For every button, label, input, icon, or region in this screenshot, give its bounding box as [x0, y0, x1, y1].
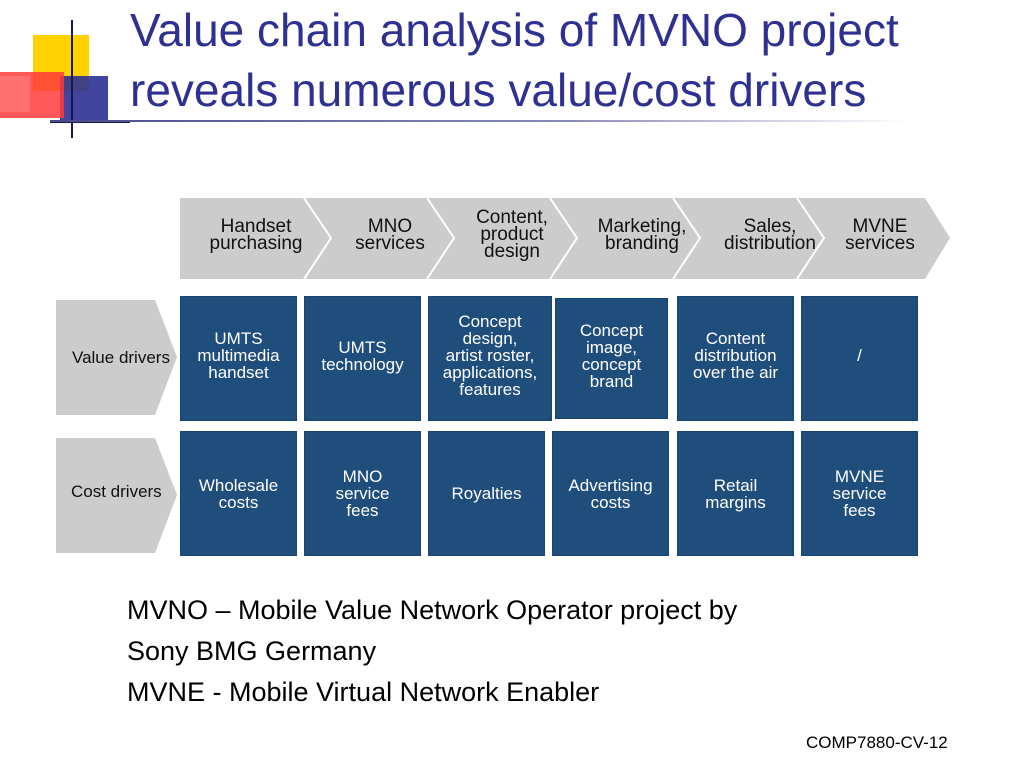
value-drivers-label: Value drivers — [72, 348, 170, 367]
cost-driver-text: Royalties — [451, 484, 522, 503]
chain-step-handset-purchasing: Handset purchasing — [209, 216, 303, 254]
value-driver-box: UMTS multimedia handset — [180, 296, 297, 421]
corner-decoration — [0, 20, 130, 138]
chain-step-mvne-services: MVNE services — [845, 216, 915, 254]
cost-drivers-arrow — [56, 438, 177, 553]
value-driver-box: UMTS technology — [304, 296, 421, 421]
title-underline — [50, 120, 910, 122]
value-driver-text: UMTS technology — [321, 338, 404, 374]
chain-step-mno-services: MNO services — [355, 216, 425, 254]
value-driver-text: UMTS multimedia handset — [197, 329, 280, 382]
value-driver-text: / — [857, 346, 862, 365]
note-line: MVNO – Mobile Value Network Operator pro… — [127, 595, 738, 625]
value-driver-box: / — [801, 296, 918, 421]
title-line-2: reveals numerous value/cost drivers — [130, 64, 867, 116]
cost-driver-box: Advertising costs — [552, 431, 669, 556]
value-drivers-arrow — [56, 300, 177, 415]
value-driver-text: Concept image, concept brand — [579, 321, 644, 391]
cost-driver-text: Retail margins — [705, 475, 766, 512]
cost-driver-box: MNO service fees — [304, 431, 421, 556]
note-line: MVNE - Mobile Virtual Network Enabler — [127, 677, 600, 707]
value-driver-text: Concept design, artist roster, applicati… — [442, 312, 538, 399]
chain-step-marketing-branding: Marketing, branding — [597, 216, 687, 254]
chevron-divider — [549, 197, 579, 280]
note-line: Sony BMG Germany — [127, 636, 377, 666]
slide-notes: MVNO – Mobile Value Network Operator pro… — [127, 590, 737, 713]
value-driver-box: Concept image, concept brand — [555, 298, 668, 419]
chevron-divider — [796, 197, 826, 280]
cost-driver-text: Advertising costs — [568, 475, 653, 512]
cost-driver-text: MNO service fees — [335, 467, 390, 520]
chevron-divider — [426, 197, 456, 280]
chain-step-sales-distribution: Sales, distribution — [724, 216, 816, 254]
value-driver-box: Concept design, artist roster, applicati… — [428, 296, 552, 421]
cost-driver-box: Royalties — [428, 431, 545, 556]
cost-drivers-label: Cost drivers — [71, 482, 162, 501]
chevron-divider — [672, 197, 702, 280]
cost-driver-box: MVNE service fees — [801, 431, 918, 556]
cost-driver-box: Wholesale costs — [180, 431, 297, 556]
chain-step-content-product-design: Content, product design — [476, 207, 548, 262]
value-driver-text: Content distribution over the air — [692, 329, 779, 382]
slide-title: Value chain analysis of MVNO project rev… — [130, 0, 1010, 120]
value-driver-box: Content distribution over the air — [677, 296, 794, 421]
title-line-1: Value chain analysis of MVNO project — [130, 4, 899, 56]
chevron-divider — [303, 197, 333, 280]
slide-footer: COMP7880-CV-12 — [806, 733, 948, 752]
cost-driver-text: MVNE service fees — [832, 467, 887, 520]
cost-driver-text: Wholesale costs — [198, 475, 279, 512]
chain-arrow — [180, 198, 950, 279]
cost-driver-box: Retail margins — [677, 431, 794, 556]
